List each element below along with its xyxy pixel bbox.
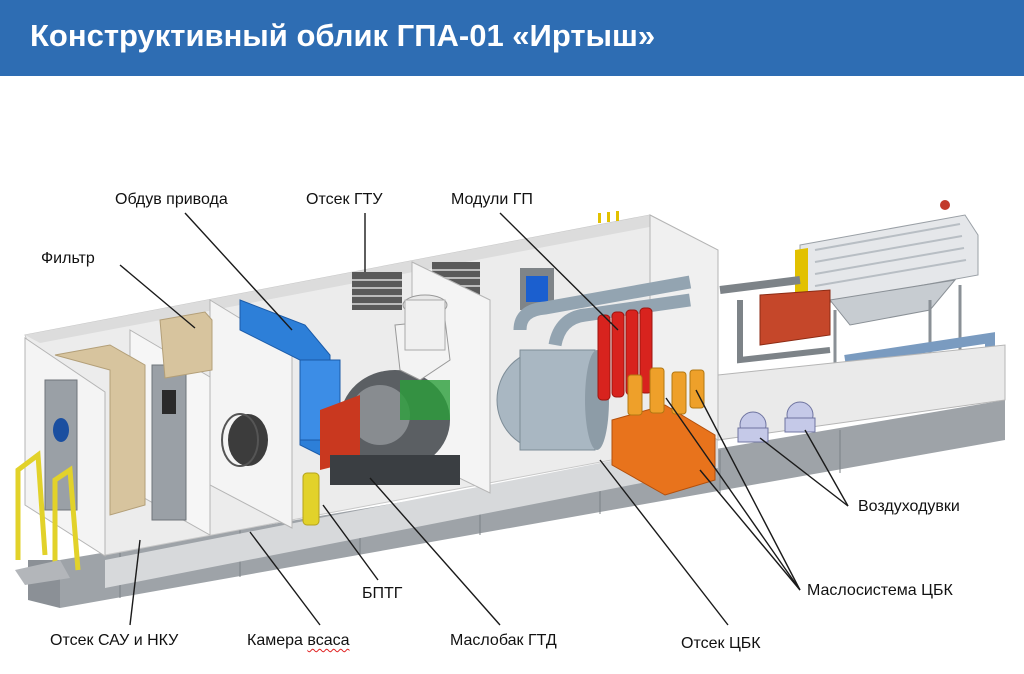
label-cbk-oil-system: Маслосистема ЦБК	[807, 582, 953, 599]
leader-lines	[119, 212, 849, 626]
label-air-blowers: Воздуходувки	[858, 498, 960, 515]
process-pipe-1	[513, 275, 692, 331]
label-filter: Фильтр	[41, 250, 95, 267]
label-intake-camera-spell: всаса	[307, 632, 350, 649]
oil-pumps	[627, 367, 705, 416]
turbine-red-casing	[320, 395, 360, 470]
filter-cartridges	[159, 311, 213, 379]
turbine-green-part	[400, 380, 450, 420]
oil-tank-cbk	[611, 404, 716, 496]
label-gp-modules: Модули ГП	[451, 191, 533, 208]
oil-cooler-red-unit	[759, 289, 831, 346]
gas-cylinders	[597, 307, 653, 401]
label-gtd-oil-tank: Маслобак ГТД	[450, 632, 557, 649]
yellow-stairs	[15, 450, 81, 575]
door-nku	[151, 364, 187, 521]
title-bar: Конструктивный облик ГПА-01 «Иртыш»	[0, 0, 1024, 76]
label-blower-drive: Обдув привода	[115, 191, 228, 208]
door-window	[53, 418, 69, 442]
turbine-skid	[330, 455, 460, 485]
control-cabinet	[54, 344, 146, 516]
label-gtu-compartment: Отсек ГТУ	[306, 191, 383, 208]
label-cbk-compartment: Отсек ЦБК	[681, 635, 761, 652]
cooler-yellow-frame	[795, 248, 808, 300]
page-title: Конструктивный облик ГПА-01 «Иртыш»	[30, 18, 656, 53]
roof-edge	[25, 215, 660, 343]
outdoor-pipe-1	[719, 276, 801, 294]
door-window-2	[162, 390, 176, 414]
label-intake-camera: Камера всаса	[247, 632, 350, 650]
label-sau-nku-compartment: Отсек САУ и НКУ	[50, 632, 179, 649]
label-bptg: БПТГ	[362, 585, 403, 602]
floor	[105, 440, 718, 588]
process-pipe-2	[548, 293, 691, 347]
bptg-unit	[302, 472, 320, 526]
label-intake-camera-word: Камера	[247, 632, 303, 649]
intake-duct-opening	[228, 414, 268, 466]
stair-step	[15, 560, 70, 585]
